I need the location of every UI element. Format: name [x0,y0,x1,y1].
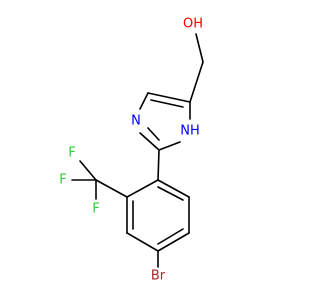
fluorine-label-2: F [59,173,66,188]
structure-diagram: OH N NH F F F Br [59,17,204,284]
bond-ar4-ar5 [157,232,190,252]
bond-n3-c2 [139,132,160,151]
bond-ar6-ar1-double [157,186,184,201]
bond-c-f1 [79,160,97,181]
fluorine-label-1: F [68,146,75,161]
hydroxyl-label: OH [183,17,203,32]
ring-nitrogen-label: N [131,114,141,129]
bond-ch2-c4 [189,61,204,103]
bond-ar4-ar5-double [157,228,184,245]
fluorine-label-3: F [92,202,99,217]
bond-ar6-ar1 [157,179,190,198]
bond-o-ch2 [195,33,204,63]
bond-ar1-ar2 [126,179,159,198]
bond-c4-c5 [147,92,191,103]
bond-c5-n3 [139,92,149,110]
bonds [71,33,204,268]
bond-c2-n1 [158,141,181,151]
bond-c4-c5-double [150,99,184,108]
ring-nh-label: NH [180,124,200,139]
bond-n3-c2-double [147,127,160,141]
bromine-label: Br [151,269,166,284]
bond-ar2-cf3 [95,179,128,198]
bond-c2-aryl [157,149,160,181]
bond-ar3-ar4 [126,232,159,252]
atom-labels: OH N NH F F F Br [59,17,203,284]
